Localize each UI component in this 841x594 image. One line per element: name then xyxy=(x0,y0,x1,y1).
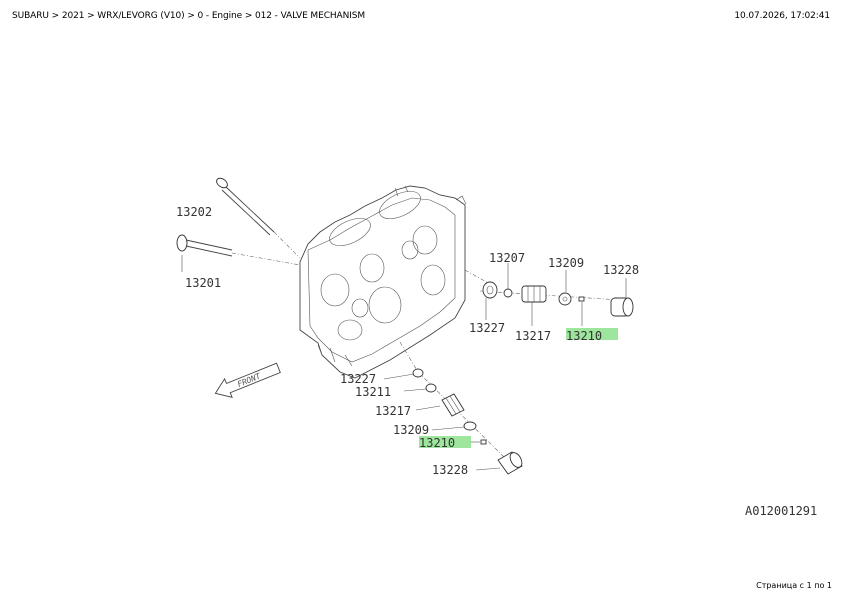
callout-13211[interactable]: 13211 xyxy=(355,385,391,399)
callout-13217-top[interactable]: 13217 xyxy=(515,329,551,343)
lower-parts-drawing xyxy=(383,368,523,475)
highlight-13210-bot xyxy=(419,436,471,448)
page-info: Страница с 1 по 1 xyxy=(756,581,832,590)
callout-13227-bot[interactable]: 13227 xyxy=(340,372,376,386)
callout-13207[interactable]: 13207 xyxy=(489,251,525,265)
valve-13202-drawing xyxy=(216,177,301,259)
upper-parts-drawing xyxy=(479,263,634,326)
breadcrumb: SUBARU > 2021 > WRX/LEVORG (V10) > 0 - E… xyxy=(12,11,366,21)
callout-13209-bot[interactable]: 13209 xyxy=(393,423,429,437)
front-arrow: FRONT xyxy=(214,362,281,399)
drawing-code: A012001291 xyxy=(745,504,817,518)
callout-13201[interactable]: 13201 xyxy=(185,276,221,290)
valve-13201-drawing xyxy=(176,234,301,272)
callout-13210-bot[interactable]: 13210 xyxy=(419,436,455,450)
highlight-13210-top xyxy=(566,328,618,340)
callout-13217-bot[interactable]: 13217 xyxy=(375,404,411,418)
print-timestamp: 10.07.2026, 17:02:41 xyxy=(734,11,830,21)
callout-13228-bot[interactable]: 13228 xyxy=(432,463,468,477)
callout-13210-top[interactable]: 13210 xyxy=(566,329,602,343)
cylinder-head-drawing xyxy=(299,185,491,379)
callout-13209-top[interactable]: 13209 xyxy=(548,256,584,270)
callout-13202[interactable]: 13202 xyxy=(176,205,212,219)
callout-13228-top[interactable]: 13228 xyxy=(603,263,639,277)
callout-13227-top[interactable]: 13227 xyxy=(469,321,505,335)
